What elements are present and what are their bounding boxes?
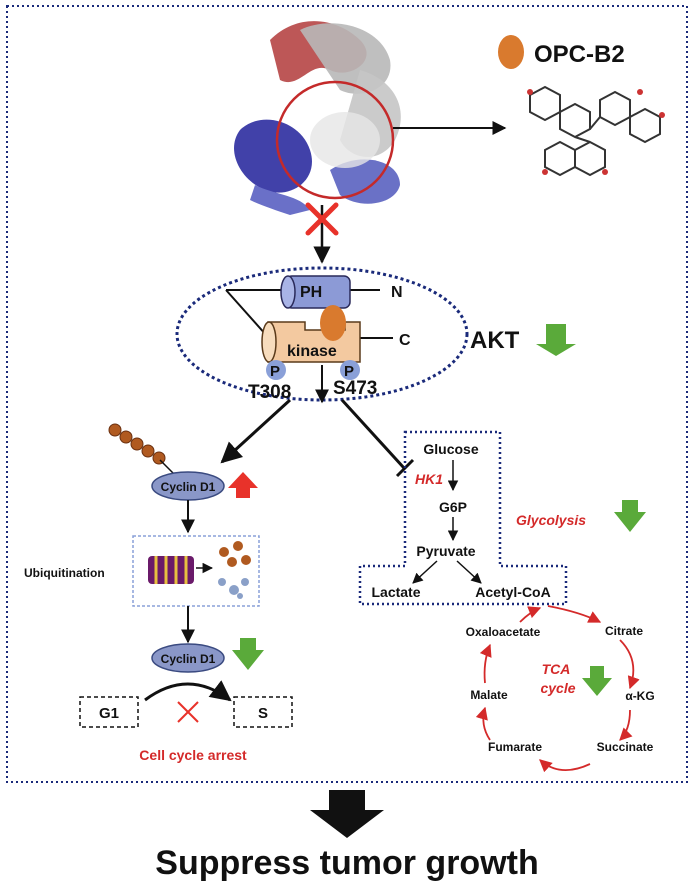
pyruvate-label: Pyruvate — [416, 543, 475, 559]
degraded-fragments-icon — [218, 541, 251, 599]
s-label: S — [258, 705, 268, 722]
s-box — [233, 696, 293, 728]
glycolysis-dotted-box — [358, 430, 568, 606]
cyclin-d1-top-label: Cyclin D1 — [161, 480, 216, 494]
hk1-label: HK1 — [415, 471, 443, 487]
g1-label: G1 — [99, 705, 119, 722]
pyruvate-to-acetyl-arrow — [456, 560, 482, 584]
tca-cycle-arrows — [475, 605, 640, 773]
akt-down-green-arrow — [536, 324, 576, 356]
kinase-label: kinase — [287, 343, 337, 360]
branch-arrow-cyclin — [220, 398, 292, 464]
cyclin-d1-bottom — [151, 643, 225, 673]
oxaloacetate-label: Oxaloacetate — [466, 625, 541, 639]
glycolysis-label: Glycolysis — [516, 512, 586, 528]
phospho-circle-s473 — [340, 360, 360, 380]
citrate-label: Citrate — [605, 624, 643, 638]
acetyl-coa-label: Acetyl-CoA — [475, 584, 550, 600]
malate-label: Malate — [470, 688, 508, 702]
conclusion-label: Suppress tumor growth — [155, 844, 538, 882]
phospho-label-s473: P — [344, 363, 354, 380]
c-terminus-label: C — [399, 332, 411, 349]
lactate-label: Lactate — [371, 584, 420, 600]
binding-site-circle — [275, 80, 395, 200]
pyruvate-to-lactate-arrow — [412, 560, 438, 584]
chain-link — [159, 459, 176, 476]
g1-box — [79, 696, 139, 728]
glucose-label: Glucose — [423, 441, 478, 457]
akg-label: α-KG — [625, 689, 654, 703]
phospho-chain — [108, 423, 166, 465]
tca-label-line2: cycle — [540, 680, 575, 696]
ph-domain: PH — [280, 275, 351, 309]
site-t308: T308 — [248, 382, 291, 403]
ubiquitination-label: Ubiquitination — [24, 566, 105, 580]
phospho-label-t308: P — [270, 363, 280, 380]
red-x-small-icon — [177, 701, 199, 723]
opc-b2-molecule — [527, 85, 665, 177]
succinate-label: Succinate — [597, 740, 654, 754]
site-s473: S473 — [333, 378, 377, 399]
phospho-circle-t308 — [266, 360, 286, 380]
g1-to-s-arrow — [144, 680, 232, 702]
g6p-label: G6P — [439, 499, 467, 515]
down-black-arrow — [310, 790, 384, 838]
opc-b2-label: OPC-B2 — [534, 41, 625, 68]
fumarate-label: Fumarate — [488, 740, 542, 754]
proteasome-icon — [148, 556, 194, 584]
opc-b2-legend-icon — [498, 35, 524, 69]
cyclin-down-green-arrow — [232, 638, 264, 670]
n-terminus-label: N — [391, 284, 403, 301]
cyclin-up-red-arrow — [228, 472, 258, 498]
ph-label: PH — [300, 284, 322, 301]
branch-inhibit-hk1 — [340, 398, 406, 470]
tca-label-line1: TCA — [542, 661, 571, 677]
protein-structure — [234, 21, 401, 215]
tca-down-green-arrow — [582, 666, 612, 696]
cell-cycle-arrest-label: Cell cycle arrest — [139, 747, 247, 763]
red-x-icon — [305, 202, 339, 236]
cyclin-d1-bottom-label: Cyclin D1 — [161, 652, 216, 666]
outer-frame — [6, 5, 688, 783]
akt-label: AKT — [470, 327, 520, 354]
glycolysis-down-green-arrow — [614, 500, 646, 532]
akt-dotted-ellipse — [175, 266, 469, 402]
ubiquitination-box — [132, 535, 260, 607]
opc-b2-bound — [320, 305, 346, 341]
